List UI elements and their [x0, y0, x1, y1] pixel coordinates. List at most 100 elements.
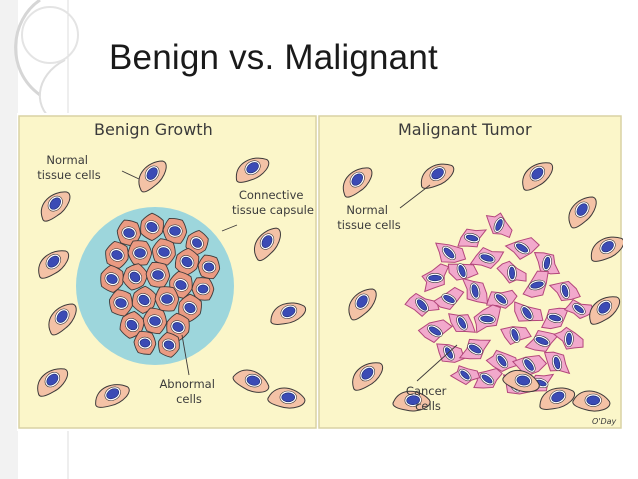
normal-tissue-cell	[37, 368, 69, 397]
normal-tissue-cell	[270, 302, 306, 325]
cancer-cell	[421, 263, 450, 293]
nucleus	[530, 281, 544, 289]
normal-tissue-cell	[254, 227, 281, 262]
cancer-cell	[548, 280, 581, 302]
normal-tissue-cell	[589, 296, 621, 325]
pointer-capsule	[221, 224, 238, 232]
nucleus	[138, 294, 150, 306]
benign-normal-label-1: Normal	[46, 153, 88, 167]
cancer-cell	[504, 237, 540, 260]
cancer-label-2: cells	[415, 399, 441, 413]
nucleus	[457, 317, 467, 329]
nucleus	[152, 270, 164, 280]
nucleus	[443, 247, 455, 259]
nucleus	[158, 247, 170, 257]
nucleus	[115, 298, 127, 308]
cancer-cell	[469, 246, 505, 270]
malignant-heading: Malignant Tumor	[398, 120, 532, 139]
benign-normal-cells	[37, 157, 306, 409]
nucleus	[146, 221, 158, 233]
normal-tissue-cell	[420, 163, 455, 189]
abnormal-cell	[162, 217, 188, 244]
abnormal-label-1: Abnormal	[159, 377, 214, 391]
nucleus	[524, 359, 534, 371]
nucleus	[576, 203, 588, 216]
normal-tissue-cell	[392, 390, 431, 412]
cancer-cell	[485, 289, 518, 309]
normal-tissue-cell	[539, 387, 575, 410]
nucleus	[49, 197, 61, 210]
benign-normal-label: Normal tissue cells	[37, 153, 101, 182]
cancer-cell	[433, 286, 465, 311]
nucleus	[460, 370, 470, 380]
nucleus	[574, 304, 584, 314]
normal-tissue-cell	[48, 303, 77, 336]
nucleus	[356, 295, 368, 308]
nucleus	[146, 167, 158, 180]
nucleus	[468, 344, 482, 354]
malignant-normal-label-1: Normal	[346, 203, 388, 217]
nucleus	[522, 307, 532, 319]
deco-ring	[21, 6, 79, 64]
abnormal-cell	[116, 219, 141, 247]
abnormal-cell	[140, 212, 164, 242]
nucleus	[428, 326, 442, 336]
nucleus	[46, 373, 59, 386]
abnormal-cell	[100, 264, 124, 293]
normal-tissue-cell	[40, 191, 71, 222]
cancer-cell	[485, 212, 513, 239]
cancer-cell	[485, 349, 519, 372]
nucleus	[566, 332, 572, 346]
nucleus	[123, 228, 135, 238]
cancer-cell	[553, 326, 584, 350]
normal-tissue-cell	[235, 157, 270, 183]
nucleus	[428, 274, 442, 282]
cancer-cell	[461, 277, 488, 305]
nucleus	[406, 395, 420, 406]
nucleus	[516, 375, 531, 386]
cancer-cell	[563, 299, 595, 320]
abnormal-cell	[174, 247, 200, 276]
abnormal-label-2: cells	[176, 392, 202, 406]
cancer-cell	[543, 351, 571, 375]
nucleus	[561, 284, 569, 298]
nucleus	[282, 306, 296, 318]
nucleus	[351, 173, 363, 186]
cancer-cell	[435, 242, 467, 263]
pointer-cancer	[416, 344, 458, 382]
cancer-cell	[449, 365, 481, 386]
nucleus	[184, 302, 196, 314]
nucleus	[175, 280, 187, 290]
nucleus	[465, 234, 479, 242]
nucleus	[598, 301, 611, 314]
nucleus	[458, 265, 466, 277]
nucleus	[192, 238, 202, 248]
artist-signature: O'Day	[592, 417, 617, 426]
benign-normal-label-2: tissue cells	[37, 168, 101, 182]
deco-vertical-bar	[0, 0, 18, 479]
normal-tissue-cell	[590, 236, 623, 262]
nucleus	[126, 319, 138, 331]
nucleus	[443, 295, 455, 303]
nucleus	[246, 375, 261, 386]
nucleus	[509, 266, 515, 280]
abnormal-cell	[166, 312, 190, 341]
cancer-cell	[458, 338, 492, 360]
nucleus	[134, 248, 146, 258]
normal-tissue-cell	[342, 167, 373, 198]
cancer-cell	[436, 343, 465, 363]
benign-vs-malignant-illustration: Benign Growth Malignant Tumor Normal tis…	[17, 113, 623, 431]
nucleus	[543, 256, 551, 270]
nucleus	[515, 243, 529, 253]
nucleus	[106, 274, 118, 284]
cancer-cell	[473, 368, 503, 389]
normal-tissue-cell	[522, 162, 554, 191]
nucleus	[531, 167, 544, 180]
nucleus	[281, 392, 296, 403]
nucleus	[431, 168, 444, 180]
nucleus	[169, 226, 181, 236]
nucleus	[172, 322, 184, 332]
deco-swirl-top	[14, 0, 41, 97]
abnormal-cell	[127, 240, 153, 266]
cancer-label-1: Cancer	[406, 384, 447, 398]
